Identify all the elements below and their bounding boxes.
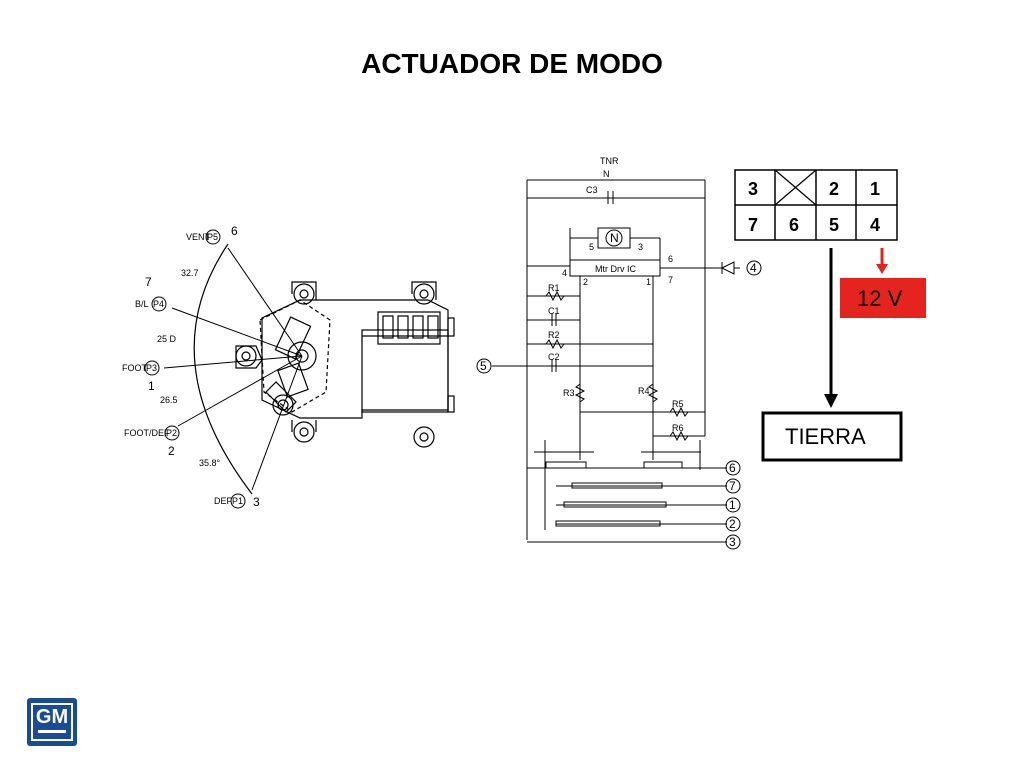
def-pin: P1 bbox=[232, 496, 243, 506]
r1-label: R1 bbox=[548, 283, 560, 293]
position-labels: VENT P5 6 B/L P4 7 FOOT P3 1 FOOT/DEF P2… bbox=[122, 224, 260, 509]
r5-label: R5 bbox=[672, 399, 684, 409]
ic-pin-2: 2 bbox=[583, 277, 588, 287]
r3-label: R3 bbox=[563, 388, 575, 398]
pin-1: 1 bbox=[870, 179, 880, 199]
bl-pin: P4 bbox=[153, 299, 164, 309]
r2-label: R2 bbox=[548, 330, 560, 340]
pin-5: 5 bbox=[829, 215, 839, 235]
terminal-6: 6 bbox=[729, 461, 736, 475]
pin-6: 6 bbox=[789, 215, 799, 235]
def-num: 3 bbox=[253, 495, 260, 509]
r4-label: R4 bbox=[638, 386, 650, 396]
motor-label: N bbox=[610, 231, 619, 245]
foot-pin: P3 bbox=[146, 363, 157, 373]
terminal-4: 4 bbox=[750, 261, 757, 275]
c3-label: C3 bbox=[586, 185, 598, 195]
def-label: DEF bbox=[214, 496, 233, 506]
gm-logo: GM bbox=[27, 698, 77, 746]
position-arc bbox=[193, 243, 253, 495]
angle-2: 25 D bbox=[157, 334, 177, 344]
terminal-7: 7 bbox=[729, 479, 736, 493]
angle-1: 32.7 bbox=[181, 268, 199, 278]
ground-label: TIERRA bbox=[785, 424, 866, 449]
vent-pin: P5 bbox=[207, 232, 218, 242]
position-rays bbox=[163, 247, 303, 491]
pin-3: 3 bbox=[748, 179, 758, 199]
ic-pin-1: 1 bbox=[646, 277, 651, 287]
ic-pin-5: 5 bbox=[589, 242, 594, 252]
footdef-pin: P2 bbox=[166, 428, 177, 438]
ic-pin-3: 3 bbox=[638, 242, 643, 252]
power-box bbox=[840, 278, 926, 318]
terminal-2: 2 bbox=[729, 517, 736, 531]
pin-7: 7 bbox=[748, 215, 758, 235]
angle-3: 26.5 bbox=[160, 395, 178, 405]
r6-label: R6 bbox=[672, 423, 684, 433]
bl-label: B/L bbox=[135, 299, 149, 309]
actuator-drawing bbox=[235, 281, 455, 448]
c2-label: C2 bbox=[548, 352, 560, 362]
connector-pinout: 3 2 1 7 6 5 4 bbox=[734, 169, 898, 241]
footdef-num: 2 bbox=[168, 444, 175, 458]
ic-pin-4: 4 bbox=[562, 268, 567, 278]
ic-pin-6: 6 bbox=[668, 254, 673, 264]
ground-arrow bbox=[824, 248, 838, 408]
ic-pin-7: 7 bbox=[668, 275, 673, 285]
foot-num: 1 bbox=[148, 379, 155, 393]
terminal-1: 1 bbox=[729, 498, 736, 512]
bl-num: 7 bbox=[145, 275, 152, 289]
ground-box bbox=[761, 411, 903, 462]
power-arrow bbox=[876, 248, 888, 274]
n-label: N bbox=[603, 169, 610, 179]
vent-num: 6 bbox=[231, 224, 238, 238]
angle-4: 35.8° bbox=[199, 458, 221, 468]
terminal-3: 3 bbox=[729, 535, 736, 549]
pin-2: 2 bbox=[829, 179, 839, 199]
circuit-schematic bbox=[476, 179, 762, 550]
vent-label: VENT bbox=[186, 232, 211, 242]
c1-label: C1 bbox=[548, 306, 560, 316]
footdef-label: FOOT/DEF bbox=[124, 428, 170, 438]
ic-label: Mtr Drv IC bbox=[595, 264, 636, 274]
terminal-5: 5 bbox=[480, 359, 487, 373]
pin-4: 4 bbox=[870, 215, 880, 235]
gm-logo-text: GM bbox=[35, 706, 69, 728]
tnr-label: TNR bbox=[600, 156, 619, 166]
power-label: 12 V bbox=[857, 286, 903, 311]
circuit-labels: TNR N C3 N Mtr Drv IC 5 3 4 6 7 2 1 R1 C… bbox=[480, 156, 757, 549]
foot-label: FOOT bbox=[122, 363, 147, 373]
page-title: ACTUADOR DE MODO bbox=[361, 48, 663, 79]
